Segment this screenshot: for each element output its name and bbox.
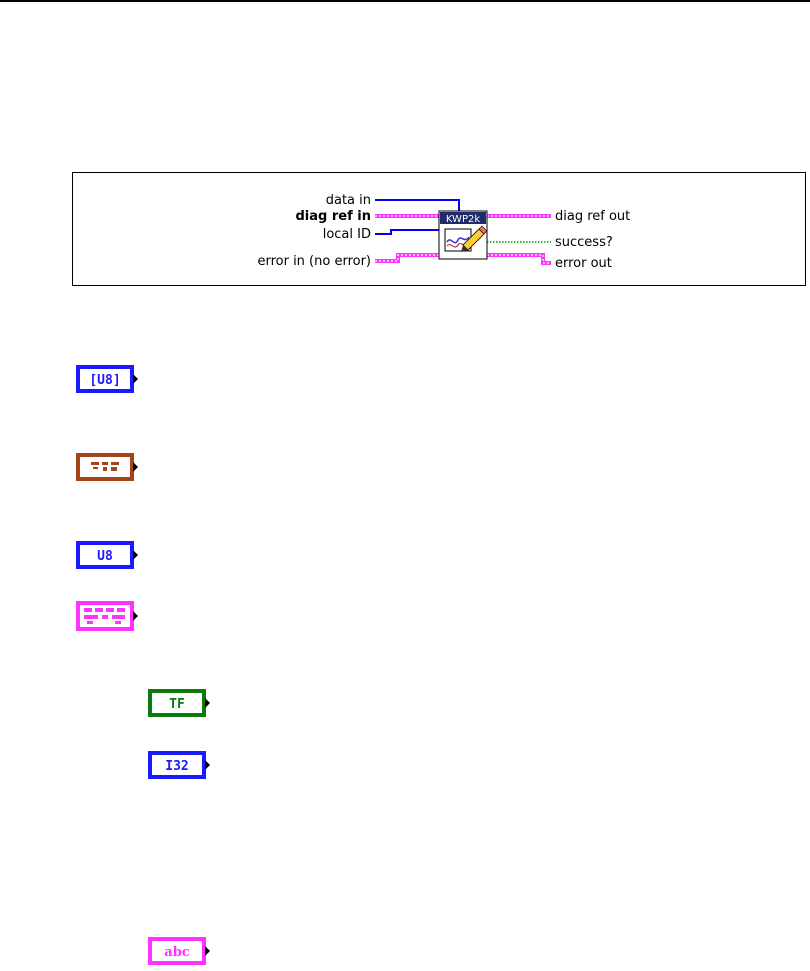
output-label-success: success?: [555, 235, 613, 250]
local-id-terminal-icon: U8: [76, 541, 138, 569]
input-label-error-in: error in (no error): [257, 254, 371, 269]
diag-ref-in-terminal-icon: [76, 453, 138, 481]
source-string-terminal-icon: abc: [148, 937, 210, 965]
code-i32-terminal-icon: I32: [148, 751, 210, 779]
status-boolean-terminal-icon: TF: [148, 689, 210, 717]
svg-text:TF: TF: [169, 697, 185, 712]
vi-header-label: KWP2k: [446, 214, 480, 225]
kwp2k-vi-icon[interactable]: KWP2k: [438, 210, 488, 260]
input-label-diag-ref-in: diag ref in: [296, 209, 372, 224]
svg-text:U8: U8: [97, 549, 113, 564]
wire-error-out: [487, 253, 551, 265]
wire-error-in: [375, 253, 439, 263]
wire-data-in: [375, 199, 460, 211]
svg-text:[U8]: [U8]: [89, 373, 120, 388]
wire-local-id: [375, 229, 439, 235]
output-label-diag-ref-out: diag ref out: [555, 209, 630, 224]
connector-pane-diagram: data in diag ref in local ID error in (n…: [72, 172, 806, 286]
input-label-local-id: local ID: [323, 227, 371, 242]
pencil-icon: [461, 225, 488, 252]
connector-pane-svg: data in diag ref in local ID error in (n…: [257, 193, 630, 271]
error-in-cluster-terminal-icon: [76, 601, 138, 631]
page-top-rule: [0, 0, 810, 2]
output-label-error-out: error out: [555, 256, 612, 271]
svg-text:I32: I32: [165, 759, 188, 774]
input-label-data-in: data in: [326, 193, 371, 208]
svg-text:abc: abc: [164, 945, 190, 960]
data-in-terminal-icon: [U8]: [76, 365, 138, 393]
